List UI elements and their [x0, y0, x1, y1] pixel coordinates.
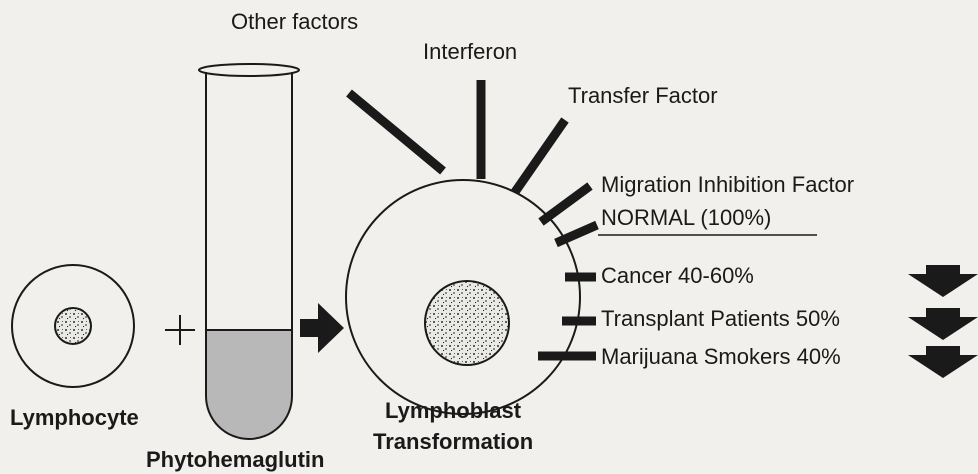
test-tube-icon [199, 64, 299, 439]
plus-icon [165, 315, 195, 345]
label-other-factors: Other factors [231, 11, 358, 33]
right-arrow-icon [300, 303, 344, 353]
label-transfer-factor: Transfer Factor [568, 85, 718, 107]
label-cancer: Cancer 40-60% [601, 265, 754, 287]
other-factors-line [349, 93, 443, 171]
label-migration-inhibition: Migration Inhibition Factor [601, 174, 854, 196]
label-normal: NORMAL (100%) [601, 207, 771, 229]
label-interferon: Interferon [423, 41, 517, 63]
caption-lymphoblast: Lymphoblast [385, 400, 521, 422]
down-arrows [908, 265, 978, 378]
transfer-factor-line [515, 120, 565, 192]
caption-lymphocyte: Lymphocyte [10, 407, 139, 429]
migration-line [541, 186, 590, 222]
down-arrow-icon [908, 265, 978, 297]
lymphocyte-cell [12, 265, 134, 387]
caption-transformation: Transformation [373, 431, 533, 453]
down-arrow-icon [908, 346, 978, 378]
label-marijuana: Marijuana Smokers 40% [601, 346, 841, 368]
down-arrow-icon [908, 308, 978, 340]
caption-phytohemaglutin: Phytohemaglutin [146, 449, 324, 471]
label-transplant: Transplant Patients 50% [601, 308, 840, 330]
